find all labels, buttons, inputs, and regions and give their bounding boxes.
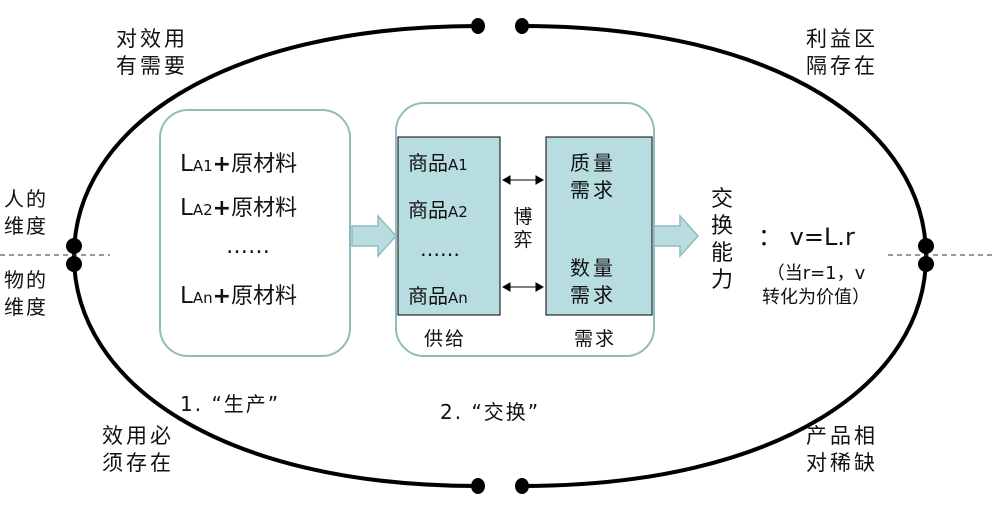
production-row: LA1+原材料	[180, 151, 298, 177]
exchange-to-ability-arrow	[653, 214, 700, 258]
step1-caption: 1. “生产”	[180, 392, 281, 416]
supply-label: 供给	[424, 328, 467, 350]
exchange-ability-label: 交换能力	[710, 187, 733, 293]
bottom-right-label: 产品相对稀缺	[806, 424, 878, 475]
demand-label: 需求	[574, 328, 617, 350]
object-dimension-label: 物的维度	[4, 268, 48, 319]
goods-item: 商品A1	[408, 151, 468, 175]
step2-caption: 2. “交换”	[440, 400, 541, 424]
bottom-left-label: 效用必须存在	[102, 424, 174, 475]
goods-item: 商品An	[408, 284, 468, 308]
production-row: LA2+原材料	[180, 195, 298, 221]
demand-panel	[545, 136, 653, 316]
human-dimension-label: 人的维度	[4, 187, 48, 238]
goods-item: 商品A2	[408, 198, 468, 222]
production-row: LAn+原材料	[180, 283, 298, 309]
production-box	[159, 109, 351, 357]
production-to-exchange-arrow	[351, 214, 398, 258]
supply-panel	[397, 136, 501, 316]
top-left-label: 对效用有需要	[116, 27, 188, 78]
ellipse-nodes	[66, 18, 934, 494]
game-arrows	[501, 175, 545, 292]
quality-demand-label: 质量需求	[570, 151, 616, 202]
quantity-demand-label: 数量需求	[570, 256, 616, 307]
top-right-label: 利益区隔存在	[806, 27, 878, 78]
game-label: 博弈	[513, 206, 533, 251]
value-formula: ： v=L.r	[758, 223, 855, 251]
goods-item-ellipsis: ……	[420, 237, 460, 261]
production-row-ellipsis: ……	[226, 234, 270, 259]
